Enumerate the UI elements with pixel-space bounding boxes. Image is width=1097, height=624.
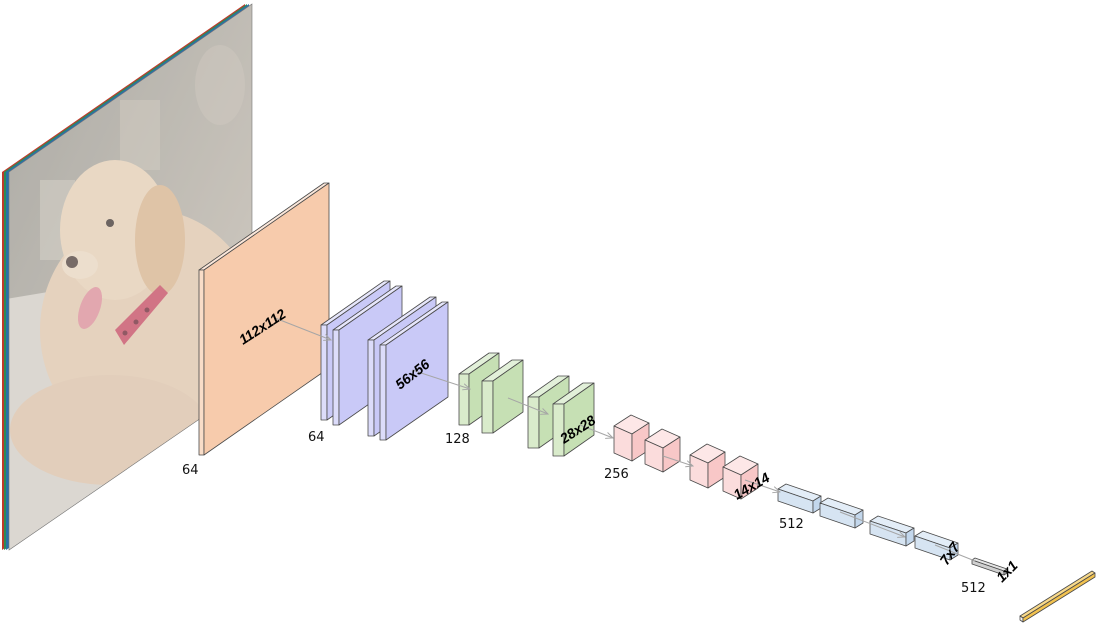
block	[481, 359, 524, 434]
stage-conv5	[777, 483, 959, 561]
arrow	[274, 317, 331, 340]
bar	[777, 483, 822, 514]
arrow	[934, 544, 976, 562]
arrow	[579, 424, 613, 438]
bar	[869, 515, 915, 547]
channels-label-conv4: 256	[604, 467, 629, 482]
channels-label-conv2: 64	[308, 430, 325, 445]
stage-fc	[971, 557, 1008, 576]
arrow	[839, 511, 905, 537]
block	[552, 382, 595, 457]
stage-conv1	[198, 182, 330, 456]
arrow	[662, 455, 693, 466]
slab	[379, 301, 449, 441]
stage-output	[1019, 570, 1096, 623]
cube	[689, 443, 726, 489]
channels-label-conv3: 128	[445, 432, 470, 447]
stage-conv4	[613, 414, 759, 500]
bar	[819, 497, 864, 529]
cube	[644, 428, 681, 473]
bar	[914, 530, 959, 561]
channels-label-conv5: 512	[779, 517, 804, 532]
arrow	[411, 369, 470, 389]
slab-side	[198, 269, 205, 456]
channels-label-conv1: 64	[182, 463, 199, 478]
stage-conv2	[320, 280, 449, 441]
size-label-fc: 1x1	[993, 557, 1021, 585]
arrow	[744, 479, 780, 492]
cube	[613, 414, 650, 462]
channels-label-fc: 512	[961, 581, 986, 596]
cube	[722, 455, 759, 500]
arrow	[507, 397, 548, 414]
arrows	[274, 317, 976, 562]
